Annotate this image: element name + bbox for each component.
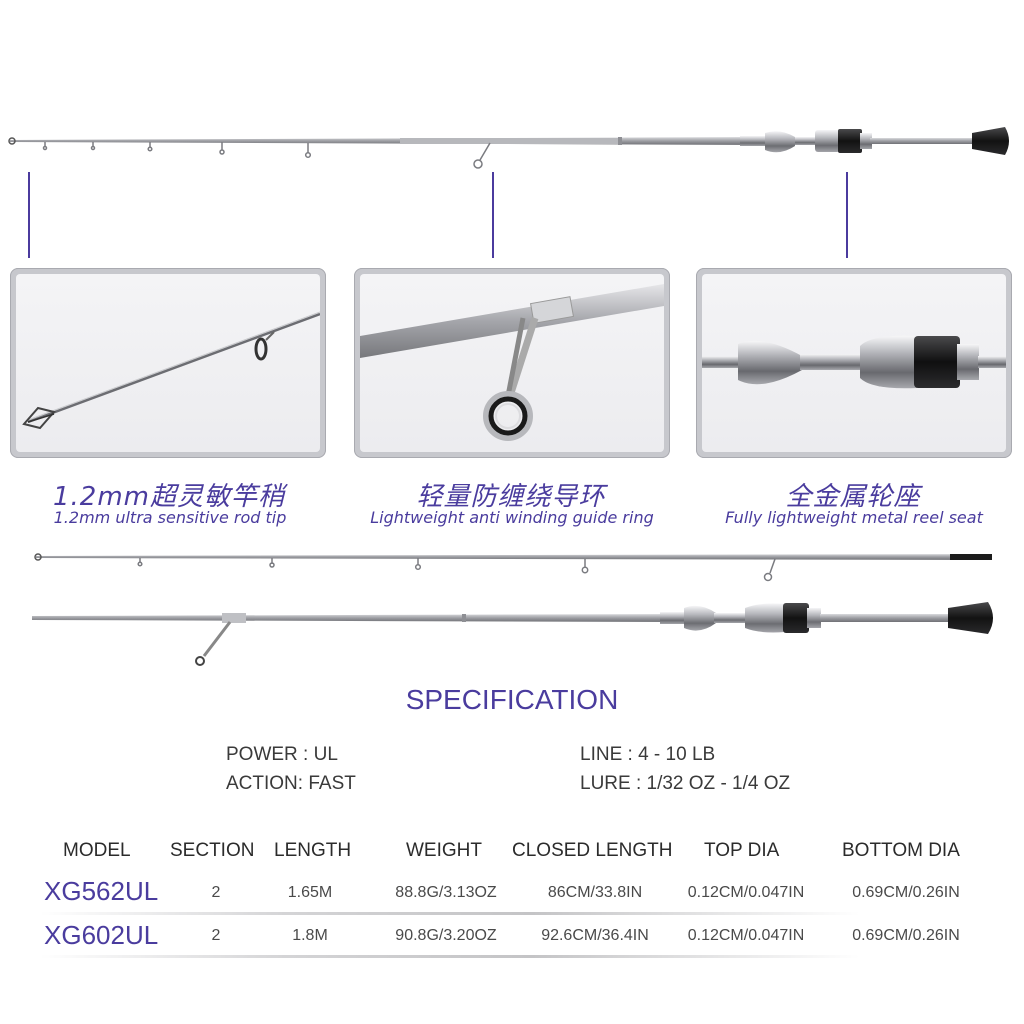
table-header-model: MODEL	[63, 840, 131, 861]
table-header-length: LENGTH	[274, 840, 352, 861]
table-cell-model: XG602UL	[44, 920, 159, 950]
feature-title-en-rod-tip: 1.2mm ultra sensitive rod tip	[53, 508, 287, 527]
feature-title-en-guide-ring: Lightweight anti winding guide ring	[370, 508, 654, 527]
table-cell-length: 1.8M	[292, 927, 328, 944]
table-cell-section: 2	[211, 884, 221, 901]
specification-title: SPECIFICATION	[405, 684, 619, 715]
table-cell-closed-length: 92.6CM/36.4IN	[541, 927, 649, 944]
table-row-divider	[40, 912, 860, 915]
spec-action: ACTION: FAST	[226, 773, 356, 794]
spec-power: POWER : UL	[226, 744, 338, 765]
table-cell-closed-length: 86CM/33.8IN	[547, 884, 643, 901]
full-rod-image	[8, 127, 1009, 169]
callout-line-tip	[28, 172, 30, 258]
spec-lure: LURE : 1/32 OZ - 1/4 OZ	[580, 773, 791, 794]
table-header-top-dia: TOP DIA	[704, 840, 780, 861]
table-cell-section: 2	[211, 927, 221, 944]
table-cell-weight: 88.8G/3.13OZ	[395, 884, 497, 901]
callout-line-reel-seat	[846, 172, 848, 258]
table-cell-bottom-dia: 0.69CM/0.26IN	[852, 927, 960, 944]
table-cell-length: 1.65M	[287, 884, 333, 901]
table-header-bottom-dia: BOTTOM DIA	[842, 840, 960, 861]
spec-line: LINE : 4 - 10 LB	[580, 744, 716, 765]
table-header-section: SECTION	[170, 840, 255, 861]
table-cell-bottom-dia: 0.69CM/0.26IN	[852, 884, 960, 901]
table-cell-weight: 90.8G/3.20OZ	[395, 927, 497, 944]
table-cell-top-dia: 0.12CM/0.047IN	[687, 927, 805, 944]
rod-tip-section-image	[34, 553, 992, 582]
feature-image-guide-ring	[354, 268, 670, 458]
table-row-divider	[40, 955, 860, 958]
table-cell-top-dia: 0.12CM/0.047IN	[687, 884, 805, 901]
rod-butt-section-image	[32, 602, 993, 666]
feature-title-cn-reel-seat: 全金属轮座	[785, 482, 921, 512]
table-cell-model: XG562UL	[44, 876, 159, 906]
table-header-closed-length: CLOSED LENGTH	[512, 840, 673, 861]
callout-line-guide	[492, 172, 494, 258]
feature-image-reel-seat	[696, 268, 1012, 458]
feature-title-cn-guide-ring: 轻量防缠绕导环	[416, 482, 606, 512]
feature-image-rod-tip	[10, 268, 326, 458]
table-header-weight: WEIGHT	[406, 840, 482, 861]
feature-title-cn-rod-tip: 1.2mm超灵敏竿稍	[52, 482, 285, 512]
feature-title-en-reel-seat: Fully lightweight metal reel seat	[725, 508, 983, 527]
